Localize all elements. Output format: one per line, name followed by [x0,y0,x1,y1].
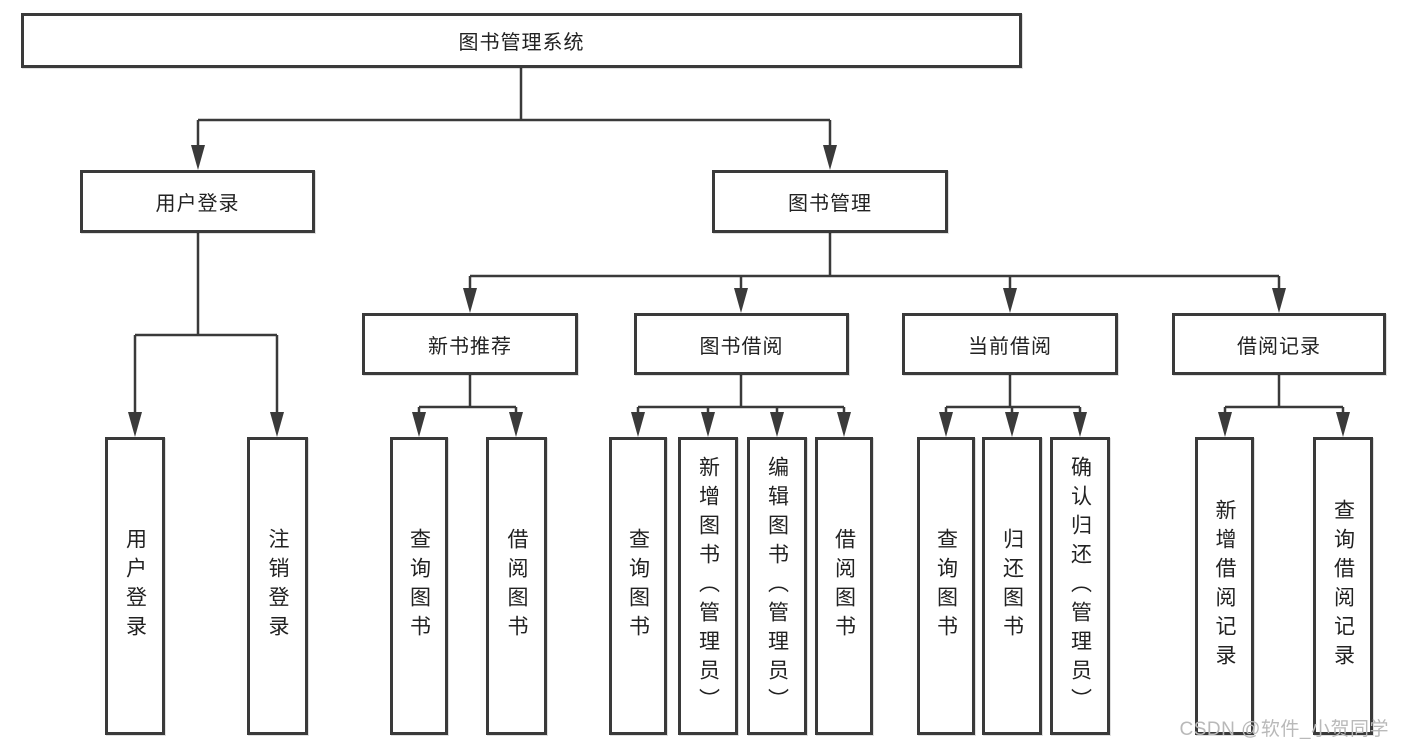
node-book-management-branch: 图书管理 [712,170,948,233]
leaf-return-books: 归还图书 [982,437,1042,735]
csdn-watermark: CSDN @软件_小贺同学 [1179,719,1389,740]
node-user-login-branch: 用户登录 [80,170,315,233]
leaf-query-borrow-record: 查询借阅记录 [1313,437,1373,735]
leaf-query-books-borrowing-label: 查询图书 [626,528,650,644]
node-book-borrowing-label: 图书借阅 [699,335,784,358]
leaf-borrow-books-borrowing-label: 借阅图书 [832,528,856,644]
leaf-edit-books-admin-label: 编辑图书（管理员） [765,455,789,717]
leaf-add-borrow-record: 新增借阅记录 [1195,437,1254,735]
leaf-logout-label: 注销登录 [266,528,290,644]
leaf-confirm-return-admin: 确认归还（管理员） [1050,437,1110,735]
leaf-user-login: 用户登录 [105,437,165,735]
node-current-borrowing-label: 当前借阅 [968,335,1052,358]
leaf-borrow-books-borrowing: 借阅图书 [815,437,873,735]
node-system-root: 图书管理系统 [21,13,1022,68]
node-user-login-branch-label: 用户登录 [155,193,240,215]
leaf-query-books-recommend: 查询图书 [390,437,448,735]
node-new-book-recommend: 新书推荐 [362,313,578,375]
leaf-borrow-books-recommend: 借阅图书 [486,437,547,735]
connector-wires [133,68,1345,413]
node-book-management-branch-label: 图书管理 [788,193,872,215]
node-current-borrowing: 当前借阅 [902,313,1118,375]
leaf-add-borrow-record-label: 新增借阅记录 [1213,499,1237,673]
leaf-query-books-current: 查询图书 [917,437,975,735]
node-system-root-label: 图书管理系统 [458,32,585,54]
leaf-query-books-recommend-label: 查询图书 [407,528,431,644]
node-book-borrowing: 图书借阅 [634,313,849,375]
leaf-borrow-books-recommend-label: 借阅图书 [505,528,529,644]
leaf-add-books-admin-label: 新增图书（管理员） [696,455,720,717]
node-borrowing-records-label: 借阅记录 [1237,335,1321,358]
leaf-confirm-return-admin-label: 确认归还（管理员） [1068,455,1092,717]
leaf-query-books-borrowing: 查询图书 [609,437,667,735]
node-new-book-recommend-label: 新书推荐 [428,335,512,358]
leaf-query-borrow-record-label: 查询借阅记录 [1331,499,1355,673]
leaf-return-books-label: 归还图书 [1000,528,1024,644]
leaf-logout: 注销登录 [247,437,308,735]
arrowhead-icons [128,145,1350,437]
leaf-query-books-current-label: 查询图书 [934,528,958,644]
leaf-add-books-admin: 新增图书（管理员） [678,437,738,735]
leaf-edit-books-admin: 编辑图书（管理员） [747,437,807,735]
node-borrowing-records: 借阅记录 [1172,313,1386,375]
leaf-user-login-label: 用户登录 [123,528,147,644]
